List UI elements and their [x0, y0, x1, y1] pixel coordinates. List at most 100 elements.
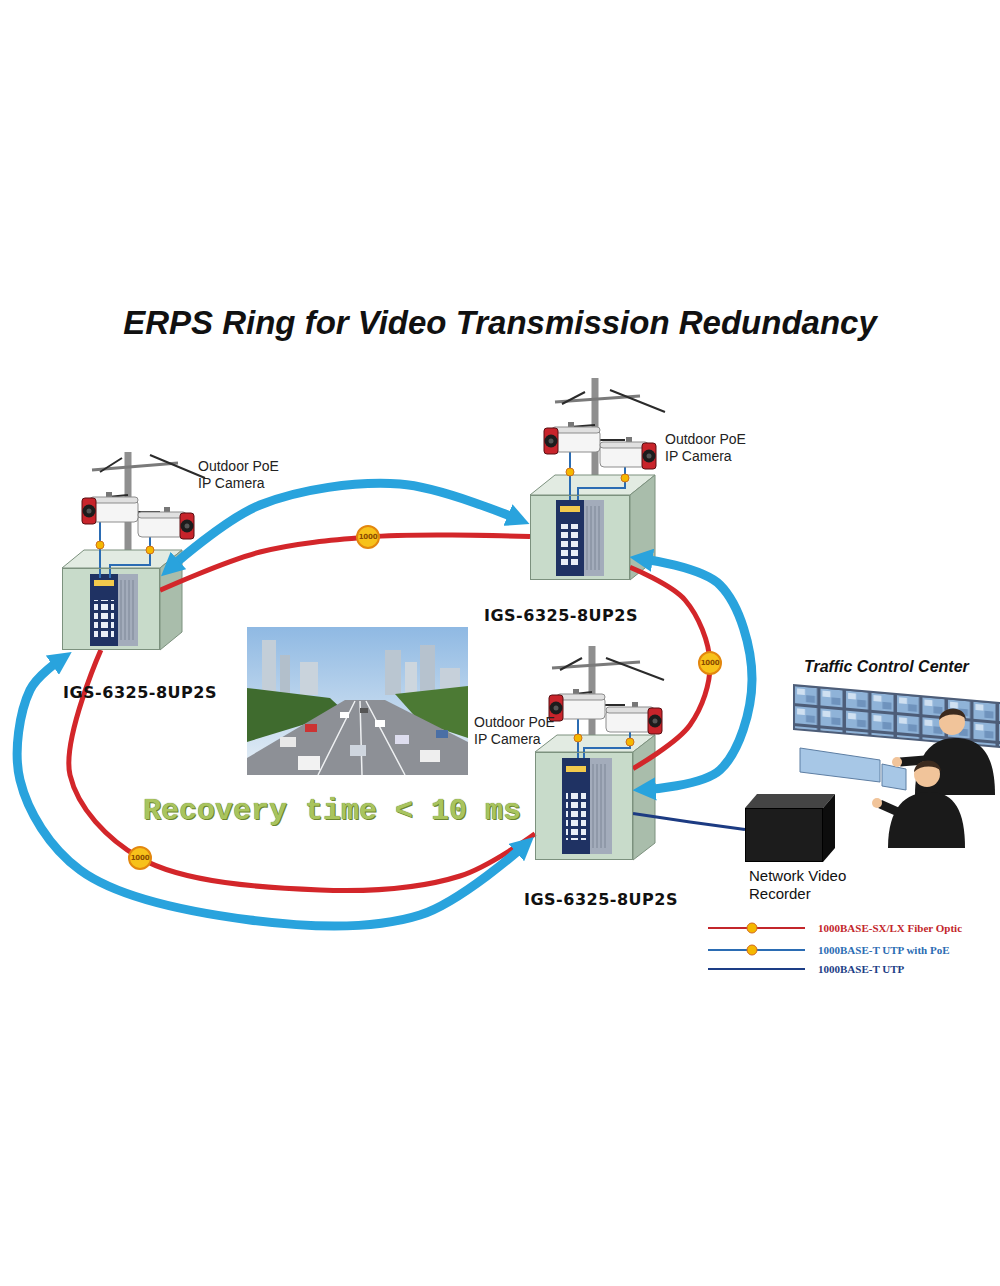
ip-camera: [606, 702, 662, 734]
illustration-part: [298, 756, 320, 770]
illustration-part: [360, 708, 368, 713]
illustration-part: [747, 923, 757, 933]
ip-camera: [549, 689, 605, 721]
illustration-part: [566, 766, 586, 772]
illustration-part: [300, 662, 318, 695]
illustration-part: [892, 757, 902, 767]
illustration-part: [584, 732, 630, 758]
illustration-part: [915, 738, 995, 795]
illustration-part: [793, 686, 1000, 746]
illustration-part: [823, 794, 835, 862]
illustration-part: [590, 758, 612, 854]
illustration-part: [110, 537, 150, 578]
legend-entry: 1000BASE-SX/LX Fiber Optic: [818, 921, 962, 935]
illustration-part: [385, 650, 401, 695]
illustration-part: [436, 730, 448, 738]
ip-camera: [600, 437, 656, 469]
illustration-part: [584, 500, 604, 576]
video-recorder: Network Video Recorder: [745, 808, 823, 862]
illustration-part: [939, 709, 965, 735]
illustration-part: [94, 600, 114, 640]
ip-camera: [544, 422, 600, 454]
illustration-part: [530, 495, 630, 580]
photo-sky: [247, 627, 468, 775]
illustration-part: [395, 735, 409, 744]
illustration-part: [350, 745, 366, 756]
redundancy-arrow: [643, 559, 752, 789]
redundancy-arrow: [171, 483, 516, 566]
illustration-part: [121, 580, 133, 640]
illustration-part: [556, 500, 584, 576]
illustration-part: [146, 546, 154, 554]
illustration-part: [305, 724, 317, 732]
illustration-part: [560, 506, 580, 512]
illustration-part: [633, 735, 655, 860]
legend-text: 1000BASE-T UTP: [818, 963, 904, 975]
illustration-part: [574, 734, 582, 742]
switch-cabinet: IGS-6325-8UP2S: [535, 752, 633, 860]
node-label: IGS-6325-8UP2S: [63, 683, 243, 702]
illustration-part: [880, 804, 898, 812]
diagram-title: ERPS Ring for Video Transmission Redunda…: [0, 304, 1000, 342]
illustration-part: [247, 700, 468, 775]
illustration-part: [562, 758, 590, 854]
illustration-part: [566, 790, 586, 840]
illustration-part: [626, 738, 634, 746]
traffic-photo: [247, 627, 468, 775]
illustration-part: [420, 750, 440, 762]
illustration-part: [340, 712, 349, 718]
illustration-part: [280, 655, 290, 695]
switch-cabinet: IGS-6325-8UP2S: [530, 495, 630, 580]
fiber-link: [160, 535, 530, 590]
illustration-part: [793, 684, 1000, 748]
illustration-part: [96, 541, 104, 549]
node-label: IGS-6325-8UP2S: [484, 606, 664, 625]
legend-text: 1000BASE-SX/LX Fiber Optic: [818, 922, 962, 934]
illustration-part: [90, 574, 118, 646]
illustration-part: [914, 761, 941, 772]
illustration-part: [262, 640, 276, 695]
illustration-part: [882, 764, 906, 790]
illustration-part: [900, 760, 925, 762]
utp-link: [633, 813, 745, 829]
location-heading: Traffic Control Center: [804, 657, 1000, 677]
camera-label: Outdoor PoE IP Camera: [198, 458, 290, 492]
illustration-part: [405, 662, 417, 695]
illustration-part: [793, 684, 1000, 748]
status-note: Recovery time < 10 ms: [143, 793, 563, 829]
illustration-part: [375, 720, 385, 727]
legend-samples: [708, 923, 805, 969]
illustration-part: [939, 709, 966, 720]
illustration-part: [587, 506, 599, 570]
node-label: IGS-6325-8UP2S: [524, 890, 704, 909]
camera-label: Outdoor PoE IP Camera: [474, 714, 566, 748]
illustration-part: [800, 748, 880, 782]
illustration-part: [621, 474, 629, 482]
fiber-link: [630, 567, 710, 768]
ip-camera: [82, 492, 138, 524]
ip-camera: [138, 507, 194, 539]
illustration-part: [118, 574, 138, 646]
illustration-part: [566, 468, 574, 476]
illustration-part: [745, 794, 835, 808]
recorder-illustration: [745, 794, 835, 862]
illustration-part: [318, 701, 405, 775]
illustration-part: [708, 968, 805, 970]
illustration-part: [872, 798, 882, 808]
switch-cabinet: IGS-6325-8UP2S: [62, 568, 160, 650]
illustration-part: [888, 792, 965, 848]
poe-wires: [100, 452, 630, 758]
illustration-part: [747, 945, 757, 955]
legend-entry: 1000BASE-T UTP: [818, 962, 904, 976]
legend-text: 1000BASE-T UTP with PoE: [818, 944, 950, 956]
illustration-part: [280, 737, 296, 747]
camera-label: Outdoor PoE IP Camera: [665, 431, 757, 465]
link-speed-badge: 1000: [128, 846, 152, 870]
illustration-part: [914, 761, 940, 787]
link-speed-badge: 1000: [356, 525, 380, 549]
illustration-part: [593, 764, 605, 848]
